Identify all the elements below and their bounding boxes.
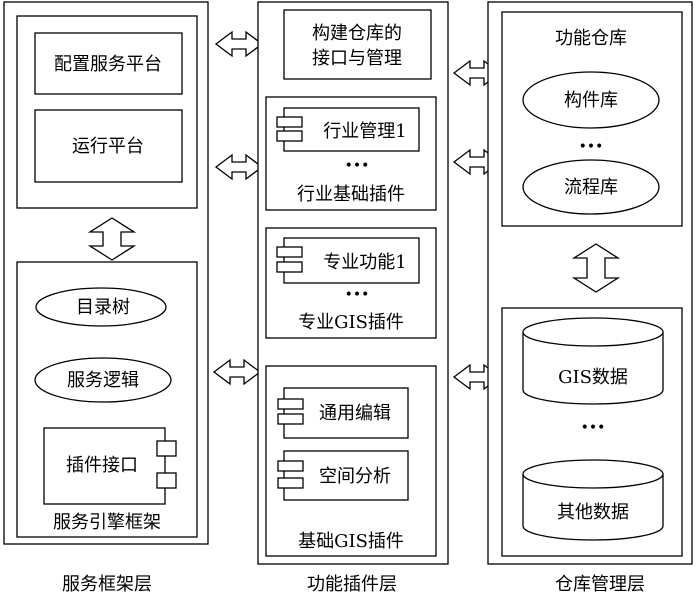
- right-vertical-double-arrow: [571, 243, 621, 293]
- professional-func-connector-top: [276, 246, 303, 258]
- function-plugin-caption: 功能插件层: [307, 574, 397, 595]
- service-engine-label: 服务引擎框架: [53, 512, 161, 533]
- config-platform-label: 配置服务平台: [54, 54, 162, 75]
- other-data-cylinder: [522, 459, 664, 541]
- repo-interface-line1: 构建仓库的: [312, 23, 402, 44]
- runtime-platform-box: [34, 109, 183, 183]
- plugin-interface-box: [43, 427, 166, 505]
- industry-plugin-label: 行业基础插件: [297, 184, 405, 205]
- catalog-tree-oval: [35, 287, 167, 327]
- workflow-lib-oval: [522, 159, 660, 215]
- component-lib-oval: [522, 71, 660, 129]
- runtime-platform-label: 运行平台: [72, 136, 144, 157]
- service-logic-oval: [34, 357, 172, 403]
- industry-mgmt-component: [283, 107, 420, 152]
- spatial-analysis-label: 空间分析: [319, 466, 391, 487]
- repository-management-layer: 功能仓库 构件库 ••• 流程库 GIS数据 ••• 其他数据: [487, 1, 693, 565]
- industry-mgmt-label: 行业管理1: [323, 121, 406, 142]
- general-edit-connector-bottom: [277, 413, 304, 425]
- professional-ellipsis: •••: [345, 287, 370, 303]
- interface-connector-bottom: [156, 472, 177, 489]
- component-lib-label: 构件库: [564, 90, 618, 111]
- function-repo-ellipsis: •••: [579, 139, 604, 155]
- basic-gis-plugin-label: 基础GIS插件: [298, 531, 404, 552]
- service-framework-caption: 服务框架层: [62, 574, 152, 595]
- industry-mgmt-connector-bottom: [276, 130, 303, 142]
- function-plugin-layer: 构建仓库的 接口与管理 行业管理1 ••• 行业基础插件 专业功能1 ••• 专…: [257, 1, 449, 565]
- repo-interface-box: [283, 9, 432, 80]
- arrow-left-mid-1: [214, 30, 264, 58]
- service-logic-label: 服务逻辑: [67, 370, 139, 391]
- general-edit-connector-top: [277, 398, 304, 410]
- vertical-double-arrow: [87, 217, 137, 261]
- industry-ellipsis: •••: [345, 158, 370, 174]
- spatial-analysis-component: [283, 450, 409, 501]
- professional-func-label: 专业功能1: [323, 252, 406, 273]
- gis-data-cylinder: [522, 317, 664, 405]
- config-platform-box: [34, 32, 183, 95]
- spatial-analysis-connector-bottom: [277, 477, 304, 489]
- gis-data-label: GIS数据: [558, 367, 628, 388]
- plugin-interface-label: 插件接口: [66, 455, 138, 476]
- arrow-left-mid-2: [214, 153, 264, 181]
- general-edit-label: 通用编辑: [319, 403, 391, 424]
- other-data-label: 其他数据: [557, 502, 629, 523]
- arrow-left-mid-3: [212, 358, 262, 386]
- data-repo-ellipsis: •••: [581, 420, 606, 436]
- catalog-tree-label: 目录树: [76, 297, 130, 318]
- industry-mgmt-connector-top: [276, 116, 303, 128]
- repository-management-caption: 仓库管理层: [555, 574, 645, 595]
- professional-func-connector-bottom: [276, 261, 303, 273]
- function-repo-title: 功能仓库: [555, 28, 627, 49]
- interface-connector-top: [156, 440, 177, 457]
- repo-interface-line2: 接口与管理: [312, 48, 402, 69]
- professional-func-component: [283, 237, 420, 284]
- service-framework-layer: 配置服务平台 运行平台 目录树 服务逻辑 插件接口 服务引擎框架: [3, 1, 209, 545]
- workflow-lib-label: 流程库: [564, 177, 618, 198]
- general-edit-component: [283, 387, 409, 439]
- professional-plugin-label: 专业GIS插件: [298, 312, 404, 333]
- spatial-analysis-connector-top: [277, 460, 304, 472]
